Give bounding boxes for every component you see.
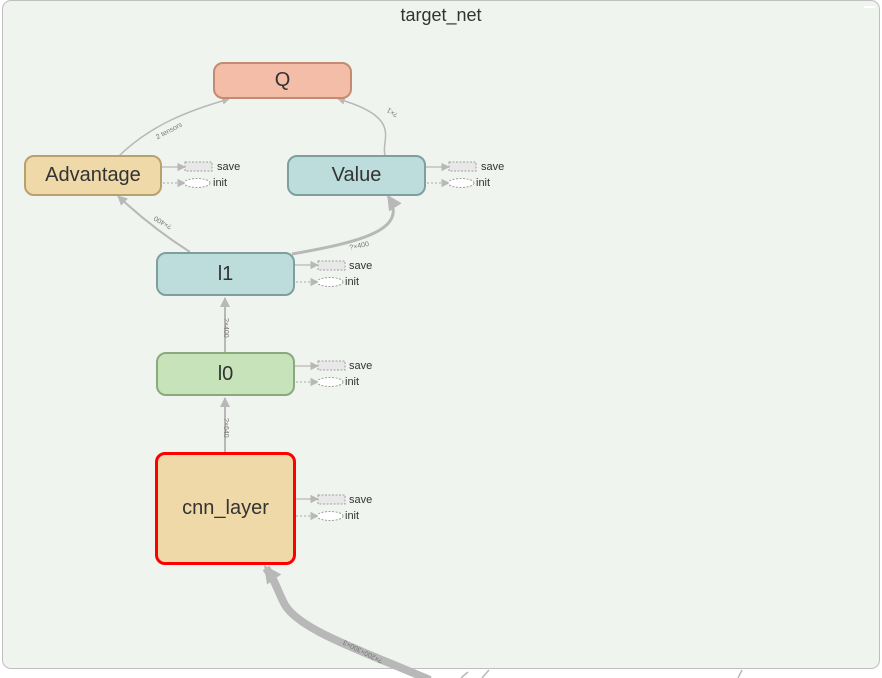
edge-input-to-cnn <box>262 565 432 678</box>
init-label-advantage: init <box>213 177 228 189</box>
aux-save-init-l0 <box>288 360 346 387</box>
edge-label-l0-to-l1: ?×400 <box>222 318 229 338</box>
edge-advantage-to-q <box>117 97 230 158</box>
init-label-cnn-layer: init <box>345 510 360 522</box>
edge-offscreen-c <box>737 669 743 678</box>
aux-save-init-value <box>419 161 477 188</box>
edge-l1-to-value <box>291 194 402 256</box>
save-label-l1: save <box>349 260 373 272</box>
edge-offscreen-b <box>481 669 490 678</box>
edge-l1-to-advantage <box>117 195 191 253</box>
edge-value-to-q <box>337 97 387 156</box>
aux-save-init-l1 <box>288 260 346 287</box>
save-label-cnn-layer: save <box>349 494 373 506</box>
panel-title: target_net <box>400 5 482 25</box>
node-l1[interactable]: l1 <box>156 252 295 296</box>
init-label-l1: init <box>345 276 360 288</box>
node-value[interactable]: Value <box>287 155 426 196</box>
init-label-value: init <box>476 177 491 189</box>
node-advantage[interactable]: Advantage <box>24 155 162 196</box>
node-l0[interactable]: l0 <box>156 352 295 396</box>
save-label-l0: save <box>349 360 373 372</box>
aux-save-init-cnn-layer <box>288 494 346 521</box>
init-label-l0: init <box>345 376 360 388</box>
edge-offscreen-a <box>460 671 469 678</box>
aux-save-init-advantage <box>155 161 213 188</box>
collapse-icon[interactable] <box>864 6 875 8</box>
node-cnn-layer[interactable]: cnn_layer <box>155 452 296 565</box>
save-label-value: save <box>481 161 505 173</box>
node-q[interactable]: Q <box>213 62 352 99</box>
save-label-advantage: save <box>217 161 241 173</box>
edge-label-cnn-to-l0: ?×640 <box>222 418 229 438</box>
